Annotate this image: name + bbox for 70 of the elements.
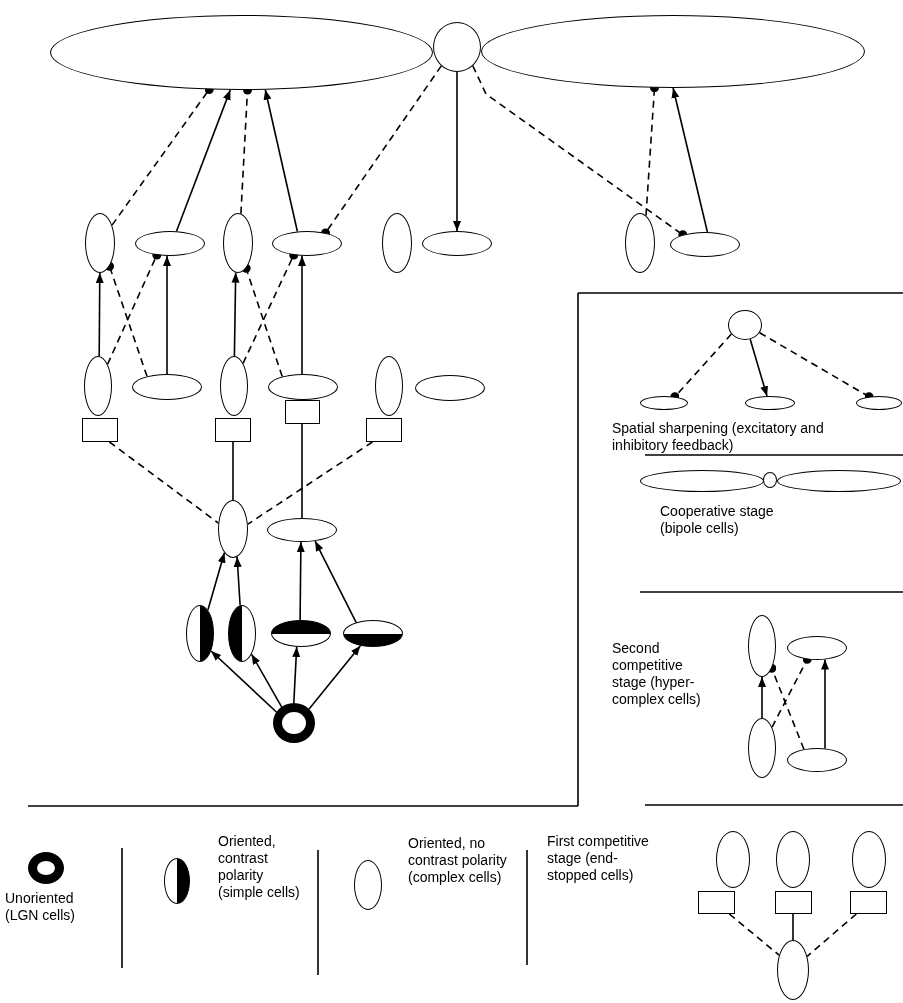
end-stop-rectangle — [698, 891, 735, 914]
arrow — [263, 88, 299, 233]
arrow — [175, 89, 232, 232]
end-stop-rectangle — [285, 400, 320, 424]
end-stop-rectangle — [775, 891, 812, 914]
dashed-connector-line — [728, 913, 780, 956]
connector-line — [232, 441, 234, 501]
cell-oval — [745, 396, 795, 410]
dashed-dot-ended-connector — [105, 261, 148, 378]
arrow — [231, 271, 240, 357]
cell-oval — [787, 636, 847, 660]
connector-line — [792, 913, 794, 941]
simple-cell-oval — [343, 620, 403, 647]
complex-cell-oval — [267, 518, 337, 542]
stage-caption: Spatial sharpening (excitatory and inhibitory feedback) — [612, 420, 825, 454]
cell-oval — [716, 831, 750, 888]
arrow — [298, 255, 306, 375]
cell-oval — [85, 213, 115, 273]
arrow — [749, 338, 768, 397]
dashed-connector-line — [247, 441, 374, 525]
cell-oval — [382, 213, 412, 273]
bipole-center-circle — [433, 22, 481, 72]
arrow — [292, 646, 301, 704]
legend-label: Oriented, contrast polarity (simple cells) — [218, 833, 301, 901]
bipole-lobe — [777, 470, 901, 492]
cell-oval — [776, 831, 810, 888]
legend-label: Oriented, no contrast polarity (complex cells) — [408, 835, 508, 886]
arrow — [758, 676, 766, 719]
cell-oval — [777, 940, 809, 1000]
end-stop-rectangle — [366, 418, 402, 442]
end-stop-rectangle — [215, 418, 251, 442]
cell-oval — [748, 718, 776, 778]
simple-cell-oval — [228, 605, 256, 662]
arrow — [95, 272, 104, 357]
arrow — [314, 540, 357, 624]
cell-oval — [787, 748, 847, 772]
dashed-dot-ended-connector — [241, 263, 283, 378]
dashed-dot-ended-connector — [767, 663, 805, 750]
end-stop-rectangle — [850, 891, 887, 914]
complex-cell-oval — [218, 500, 248, 558]
arrow — [671, 87, 709, 233]
cell-oval — [852, 831, 886, 888]
arrow — [453, 71, 461, 232]
arrow — [233, 556, 242, 607]
cell-oval — [625, 213, 655, 273]
bipole-center-circle — [763, 472, 777, 488]
cell-oval — [640, 396, 688, 410]
bipole-lobe — [640, 470, 764, 492]
cell-oval — [220, 356, 248, 416]
arrow — [250, 653, 283, 708]
simple-cell-oval — [271, 620, 331, 647]
cell-oval — [856, 396, 902, 410]
legend-label: Unoriented (LGN cells) — [5, 890, 76, 924]
end-stop-rectangle — [82, 418, 118, 442]
cell-oval — [748, 615, 776, 677]
arrow — [821, 658, 829, 750]
stage-caption: Second competitive stage (hyper-complex cells) — [612, 640, 702, 708]
dashed-connector-line — [108, 441, 220, 524]
arrow — [210, 650, 278, 713]
arrow — [296, 541, 305, 621]
cell-oval — [223, 213, 253, 273]
lgn-ring — [273, 703, 315, 743]
connector-line — [301, 423, 303, 519]
stage-caption: First competitive stage (end-stopped cells) — [547, 833, 650, 884]
cell-oval — [84, 356, 112, 416]
simple-cell-oval — [186, 605, 214, 662]
arrow — [163, 255, 171, 375]
stage-caption: Cooperative stage (bipole cells) — [660, 503, 775, 537]
cell-oval — [375, 356, 403, 416]
cell-oval — [728, 310, 762, 340]
